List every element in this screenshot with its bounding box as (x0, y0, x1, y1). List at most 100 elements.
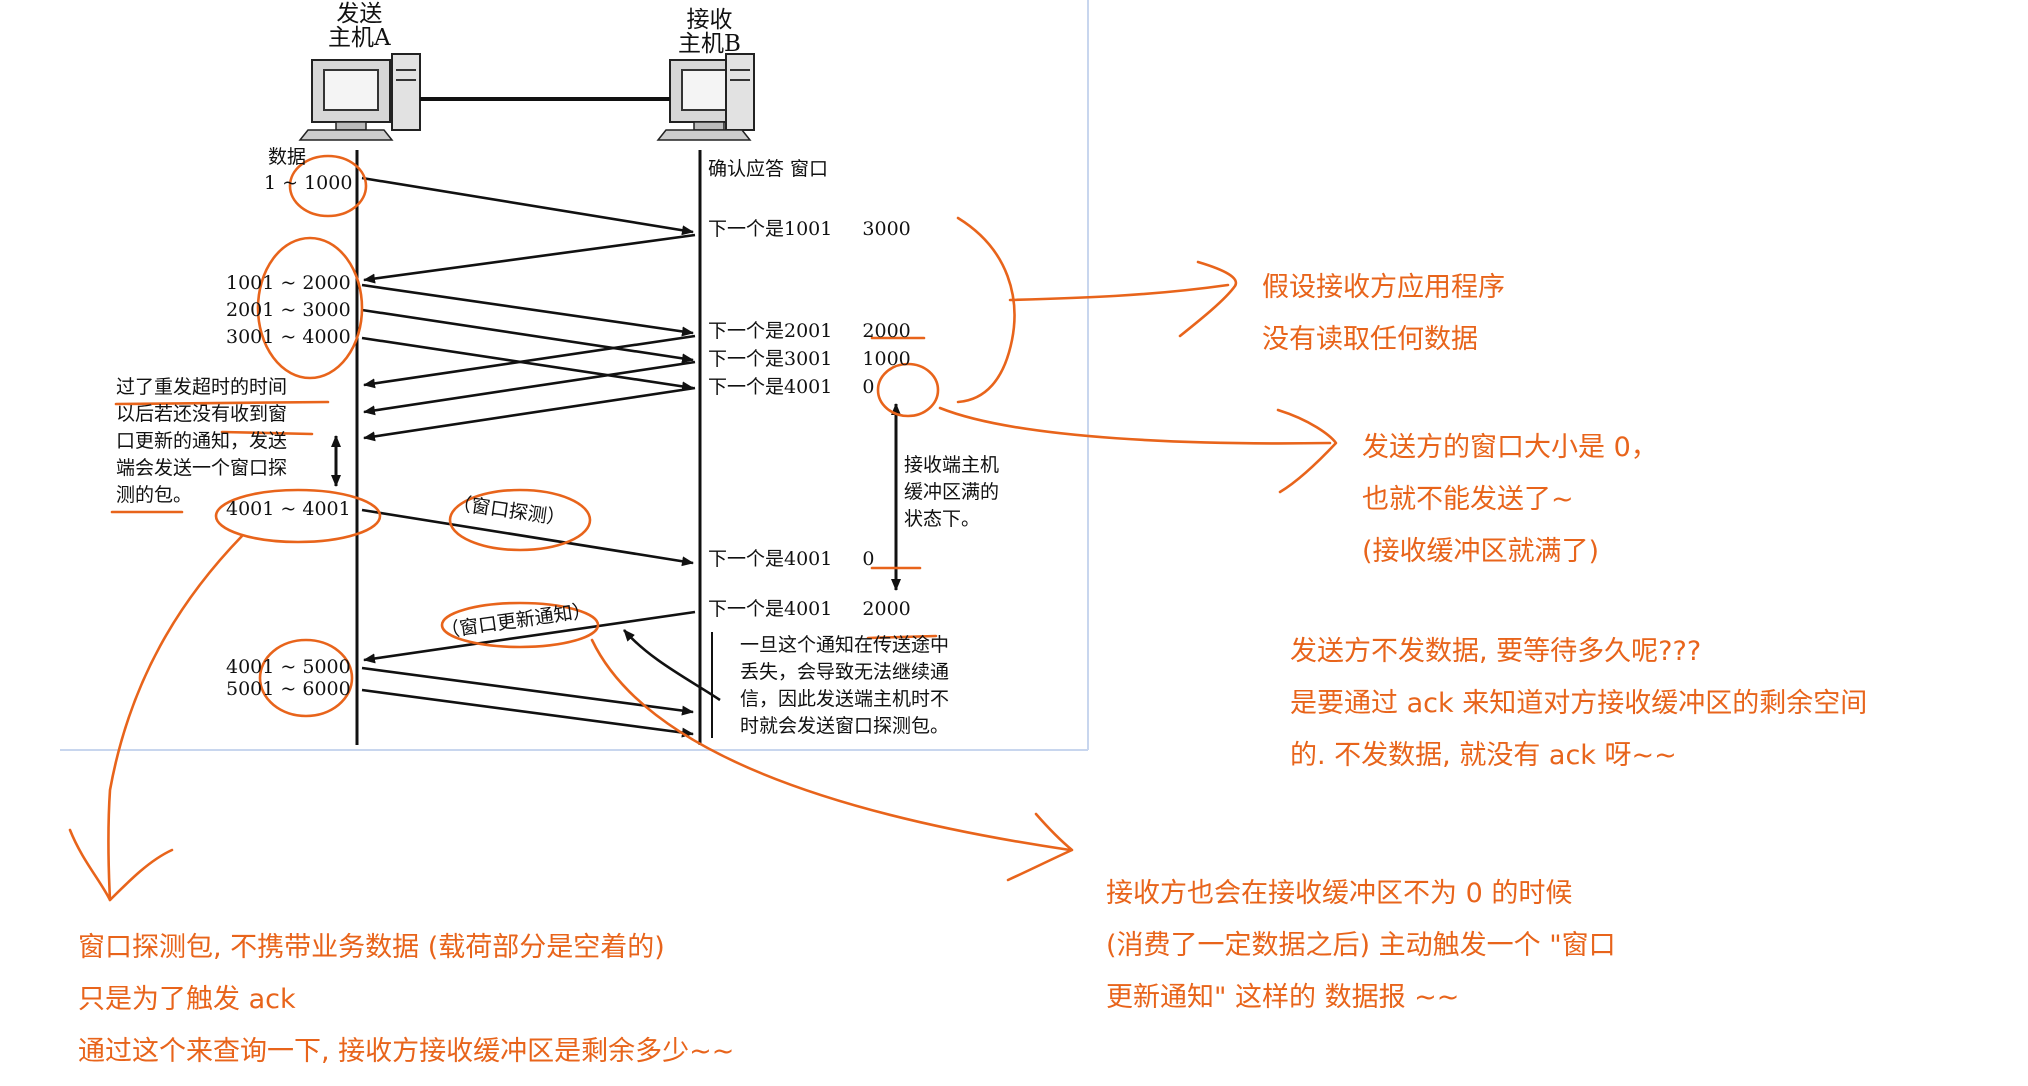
annotation-line: 只是为了触发 ack (78, 984, 296, 1015)
buffer-full-note-line: 缓冲区满的 (904, 481, 1000, 503)
ack-label-6-window: 2000 (862, 598, 911, 620)
circle-window-update (440, 601, 600, 649)
msg-send-2001-3000 (361, 308, 694, 364)
annotation-line: 接收方也会在接收缓冲区不为 0 的时候 (1106, 878, 1573, 909)
host-b-computer-icon (656, 53, 755, 141)
annotation-line: (消费了一定数据之后) 主动触发一个 "窗口 (1106, 930, 1616, 961)
circle-send-after-update (258, 638, 354, 718)
annotation-update-notice: 接收方也会在接收缓冲区不为 0 的时候 (消费了一定数据之后) 主动触发一个 "… (1106, 868, 1616, 1024)
msg-window-probe (361, 508, 694, 567)
annotation-wait-question: 发送方不发数据, 要等待多久呢??? 是要通过 ack 来知道对方接收缓冲区的剩… (1290, 626, 1867, 782)
arrowhead-probe-packet (68, 828, 174, 902)
msg-send-4001-5000 (361, 666, 694, 716)
ack-label-5-window: 0 (862, 548, 875, 570)
send-label-5: 4001 ~ 4001 (226, 498, 351, 520)
send-label-4: 3001 ~ 4000 (226, 326, 351, 348)
msg-ack-4001-zero (363, 386, 696, 442)
host-a-computer-icon (298, 53, 421, 141)
msg-send-1001-2000 (361, 283, 694, 337)
circle-window-probe (448, 488, 592, 552)
annotation-line: 通过这个来查询一下, 接收方接收缓冲区是剩余多少~~ (78, 1036, 735, 1067)
msg-ack-2001 (363, 334, 696, 389)
arrowhead-window-zero (1276, 408, 1338, 494)
ack-label-5-text: 下一个是4001 (708, 548, 833, 570)
buffer-full-note-line: 接收端主机 (904, 454, 1000, 476)
timeout-note-line: 过了重发超时的时间 (116, 376, 288, 398)
ack-label-2-window: 2000 (862, 320, 911, 342)
pointer-update-notice (590, 638, 1072, 852)
host-a-label-line2: 主机A (328, 25, 391, 51)
annotation-window-zero: 发送方的窗口大小是 0， 也就不能发送了~ (接收缓冲区就满了) (1362, 422, 1658, 578)
host-b-label: 接收 主机B (678, 8, 741, 56)
annotation-line: 窗口探测包, 不携带业务数据 (载荷部分是空着的) (78, 932, 665, 963)
ack-label-1-text: 下一个是1001 (708, 218, 833, 240)
loss-note: 一旦这个通知在传送途中 丢失，会导致无法继续通 信，因此发送端主机时不 时就会发… (740, 632, 949, 740)
ack-label-4: 下一个是4001 0 (708, 376, 875, 398)
timeout-note-line: 口更新的通知，发送 (116, 430, 288, 452)
pointer-app-not-reading (1008, 283, 1230, 302)
arrowhead-app-not-reading (1178, 260, 1238, 338)
annotation-app-not-reading: 假设接收方应用程序 没有读取任何数据 (1262, 262, 1505, 366)
ack-label-6-text: 下一个是4001 (708, 598, 833, 620)
annotation-line: 假设接收方应用程序 (1262, 272, 1505, 303)
pointer-window-zero (938, 406, 1332, 445)
header-data: 数据 (268, 146, 307, 168)
host-b-label-line1: 接收 (686, 7, 733, 33)
annotation-line: 更新通知" 这样的 数据报 ~~ (1106, 982, 1460, 1013)
msg-window-update (363, 610, 696, 664)
ack-label-4-text: 下一个是4001 (708, 376, 833, 398)
annotation-line: 是要通过 ack 来知道对方接收缓冲区的剩余空间 (1290, 688, 1868, 719)
host-a-label: 发送 主机A (328, 2, 391, 50)
underline-timeout-2 (220, 430, 314, 436)
ack-label-1: 下一个是1001 3000 (708, 218, 911, 240)
buffer-full-note: 接收端主机 缓冲区满的 状态下。 (904, 452, 999, 533)
ack-label-3: 下一个是3001 1000 (708, 348, 911, 370)
send-label-6: 4001 ~ 5000 (226, 656, 351, 678)
annotation-line: 没有读取任何数据 (1262, 324, 1478, 355)
underline-timeout-1 (114, 400, 330, 406)
msg-send-5001-6000 (361, 688, 694, 738)
loss-note-pointer-arrow (623, 629, 721, 702)
host-a-label-line1: 发送 (336, 1, 383, 27)
timeout-note-line: 测的包。 (116, 484, 193, 506)
ack-label-2-text: 下一个是2001 (708, 320, 833, 342)
header-ack-window: 确认应答 窗口 (708, 158, 829, 180)
msg-send-1-1000 (361, 176, 694, 236)
timeout-note: 过了重发超时的时间 以后若还没有收到窗 口更新的通知，发送 端会发送一个窗口探 … (116, 374, 287, 509)
circle-send-batch (256, 236, 364, 380)
circle-window-zero (876, 362, 940, 418)
brace-app-not-reading (956, 216, 1016, 404)
pointer-probe-packet (107, 534, 244, 902)
loss-note-line: 时就会发送窗口探测包。 (740, 715, 950, 737)
circle-probe-data (214, 488, 382, 544)
ack-label-5: 下一个是4001 0 (708, 548, 875, 570)
host-b-label-line2: 主机B (678, 31, 741, 57)
send-label-1: 1 ~ 1000 (264, 172, 353, 194)
arrowhead-update-notice (1006, 812, 1074, 882)
ack-label-1-window: 3000 (862, 218, 911, 240)
ack-label-6: 下一个是4001 2000 (708, 598, 911, 620)
buffer-full-note-line: 状态下。 (904, 508, 981, 530)
annotation-probe-packet: 窗口探测包, 不携带业务数据 (载荷部分是空着的) 只是为了触发 ack 通过这… (78, 922, 734, 1078)
underline-window-2000b (866, 634, 938, 640)
annotation-line: 发送方的窗口大小是 0， (1362, 432, 1658, 463)
send-label-7: 5001 ~ 6000 (226, 678, 351, 700)
ack-label-3-window: 1000 (862, 348, 911, 370)
annotation-line: (接收缓冲区就满了) (1362, 536, 1600, 567)
send-label-3: 2001 ~ 3000 (226, 299, 351, 321)
circle-send-1-1000 (288, 154, 368, 218)
msg-send-3001-4000 (361, 336, 694, 392)
send-label-2: 1001 ~ 2000 (226, 272, 351, 294)
ack-label-2: 下一个是2001 2000 (708, 320, 911, 342)
loss-note-line: 信，因此发送端主机时不 (740, 688, 950, 710)
msg-ack-3001 (363, 360, 696, 416)
msg-ack-1001 (363, 233, 696, 284)
annotation-line: 也就不能发送了~ (1362, 484, 1574, 515)
loss-note-line: 丢失，会导致无法继续通 (740, 661, 950, 683)
timeout-note-line: 端会发送一个窗口探 (116, 457, 288, 479)
annotation-line: 的. 不发数据, 就没有 ack 呀~~ (1290, 740, 1677, 771)
timeout-note-line: 以后若还没有收到窗 (116, 403, 288, 425)
annotation-line: 发送方不发数据, 要等待多久呢??? (1290, 636, 1702, 667)
